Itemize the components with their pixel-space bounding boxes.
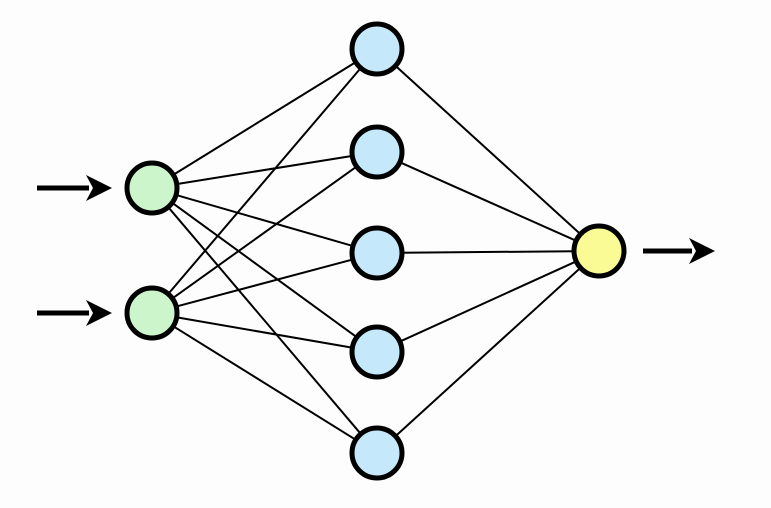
edge-h1-to-o1 [393,64,583,236]
node-input-i1[interactable] [124,160,180,216]
input-arrow-head-in1 [86,175,112,201]
edge-i1-to-h1 [171,60,358,177]
edge-h2-to-o1 [397,160,579,243]
output-arrow-head-out1 [689,238,715,264]
edge-i1-to-h2 [174,154,355,186]
input-arrow-head-in2 [86,300,112,326]
edge-i2-to-h3 [174,258,355,308]
node-hidden-h3[interactable] [349,225,405,281]
edge-i2-to-h2 [170,164,359,301]
nodes-group [124,21,627,481]
edge-i1-to-h3 [174,193,355,248]
edge-h4-to-o1 [397,259,579,344]
edge-i1-to-h5 [166,205,363,436]
edge-i1-to-h4 [170,201,359,339]
node-hidden-h1[interactable] [349,21,405,77]
edge-i2-to-h4 [174,316,355,349]
edge-h3-to-o1 [399,250,577,254]
edge-i2-to-h1 [166,66,363,296]
node-hidden-h4[interactable] [349,324,405,380]
node-output-o1[interactable] [571,223,627,279]
io-arrows-group [37,175,715,326]
node-hidden-h2[interactable] [349,124,405,180]
node-hidden-h5[interactable] [349,425,405,481]
edge-i2-to-h5 [171,324,358,442]
edge-h5-to-o1 [393,266,583,438]
edges-group [166,60,583,442]
node-input-i2[interactable] [124,285,180,341]
